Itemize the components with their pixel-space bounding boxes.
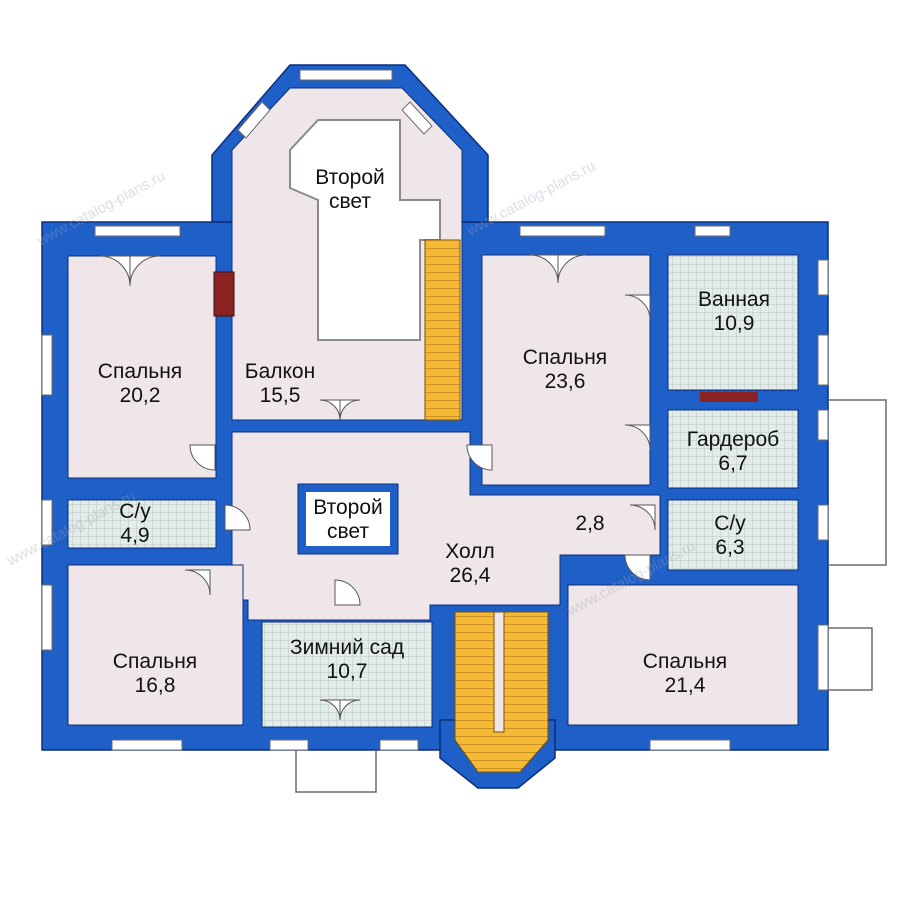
room-bedroom-16 <box>67 564 244 726</box>
room-wc-left <box>67 499 217 549</box>
heater-icon <box>700 392 758 402</box>
room-wardrobe <box>667 409 799 489</box>
stair-upper <box>424 239 461 421</box>
label-second-light-center: Второй свет <box>313 496 383 543</box>
label-balcony: Балкон 15,5 <box>244 360 316 407</box>
windows <box>41 69 829 751</box>
porches <box>295 399 887 793</box>
stairs <box>424 239 549 773</box>
label-bedroom-23: Спальня 23,6 <box>522 346 608 393</box>
label-wardrobe: Гардероб 6,7 <box>686 428 780 475</box>
second-light-center <box>297 483 399 555</box>
label-wc-right: С/у 6,3 <box>714 512 746 559</box>
room-bathroom <box>667 254 799 391</box>
room-bedroom-20 <box>67 255 217 479</box>
chimney-icon <box>213 271 235 317</box>
room-winter-garden <box>261 621 433 728</box>
room-bedroom-21 <box>567 584 799 726</box>
label-winter-garden: Зимний сад 10,7 <box>289 636 405 683</box>
rooms <box>67 87 799 728</box>
label-bedroom-21: Спальня 21,4 <box>642 650 728 697</box>
label-wc-left: С/у 4,9 <box>119 500 151 547</box>
label-bedroom-20: Спальня 20,2 <box>97 360 183 407</box>
label-bathroom: Ванная 10,9 <box>698 288 770 335</box>
room-wc-right <box>667 499 799 571</box>
label-second-light-top: Второй свет <box>315 166 385 213</box>
label-bedroom-16: Спальня 16,8 <box>112 650 198 697</box>
room-hall <box>231 431 661 621</box>
room-second-light-void <box>289 119 441 341</box>
label-hall: Холл 26,4 <box>445 540 495 587</box>
doors <box>99 254 656 721</box>
label-corridor-area: 2,8 <box>575 512 605 535</box>
